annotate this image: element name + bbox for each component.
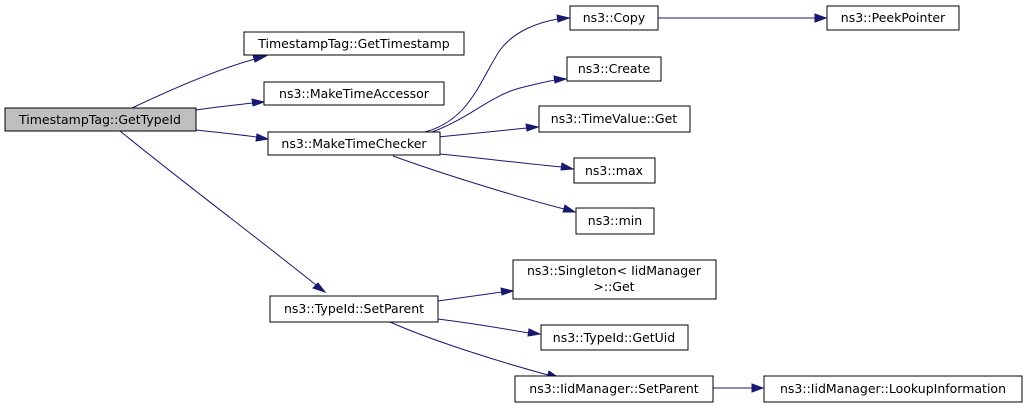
node-make-time-accessor[interactable]: ns3::MakeTimeAccessor — [263, 81, 445, 106]
node-peek-pointer[interactable]: ns3::PeekPointer — [826, 5, 960, 31]
node-label: ns3::IidManager::LookupInformation — [780, 381, 1006, 396]
node-singleton-get[interactable]: ns3::Singleton< IidManager >::Get — [512, 259, 717, 300]
node-label: ns3::TypeId::SetParent — [284, 301, 424, 316]
node-copy[interactable]: ns3::Copy — [569, 5, 659, 31]
node-label: ns3::MakeTimeChecker — [281, 136, 427, 151]
edge-copy-to-peek-pointer — [658, 13, 828, 23]
edge-make-time-checker-to-create — [431, 75, 568, 133]
edge-make-time-checker-to-time-value-get — [437, 123, 540, 138]
edge-make-time-checker-to-max — [439, 153, 575, 171]
node-create[interactable]: ns3::Create — [566, 56, 662, 82]
edge-make-time-checker-to-min — [392, 155, 577, 213]
edge-type-id-set-parent-to-get-uid — [437, 318, 542, 337]
node-label: TimestampTag::GetTypeId — [18, 112, 181, 127]
node-label: ns3::IidManager::SetParent — [529, 381, 699, 396]
edge-get-type-id-to-get-timestamp — [131, 54, 268, 109]
node-min[interactable]: ns3::min — [575, 207, 655, 235]
node-label-line-1: ns3::Singleton< IidManager — [527, 263, 702, 278]
node-label: TimestampTag::GetTimestamp — [257, 36, 449, 51]
edges — [119, 13, 828, 393]
node-label: ns3::Copy — [583, 10, 646, 25]
nodes: TimestampTag::GetTypeId TimestampTag::Ge… — [4, 5, 1023, 403]
node-get-type-id[interactable]: TimestampTag::GetTypeId — [4, 107, 197, 132]
edge-get-type-id-to-make-time-accessor — [195, 98, 266, 111]
edge-type-id-set-parent-to-singleton — [437, 287, 515, 302]
edge-make-time-checker-to-copy — [424, 14, 571, 133]
node-label: ns3::Create — [578, 61, 651, 76]
node-label: ns3::max — [585, 163, 643, 178]
edge-iid-set-parent-to-lookup-information — [713, 383, 765, 393]
node-label-line-2: >::Get — [593, 279, 634, 294]
node-iid-set-parent[interactable]: ns3::IidManager::SetParent — [514, 375, 714, 403]
node-make-time-checker[interactable]: ns3::MakeTimeChecker — [267, 131, 441, 156]
node-type-id-set-parent[interactable]: ns3::TypeId::SetParent — [269, 295, 439, 323]
node-label: ns3::min — [588, 213, 642, 228]
node-label: ns3::PeekPointer — [841, 10, 946, 25]
node-label: ns3::MakeTimeAccessor — [279, 86, 430, 101]
edge-get-type-id-to-make-time-checker — [195, 129, 270, 142]
node-get-uid[interactable]: ns3::TypeId::GetUid — [540, 324, 689, 351]
node-lookup-information[interactable]: ns3::IidManager::LookupInformation — [763, 375, 1023, 403]
edge-type-id-set-parent-to-iid-set-parent — [389, 321, 561, 379]
node-time-value-get[interactable]: ns3::TimeValue::Get — [538, 105, 691, 133]
node-get-timestamp[interactable]: TimestampTag::GetTimestamp — [243, 31, 465, 56]
edge-get-type-id-to-type-id-set-parent — [119, 130, 327, 293]
node-max[interactable]: ns3::max — [573, 157, 656, 184]
node-label: ns3::TypeId::GetUid — [553, 330, 675, 345]
node-label: ns3::TimeValue::Get — [551, 111, 678, 126]
